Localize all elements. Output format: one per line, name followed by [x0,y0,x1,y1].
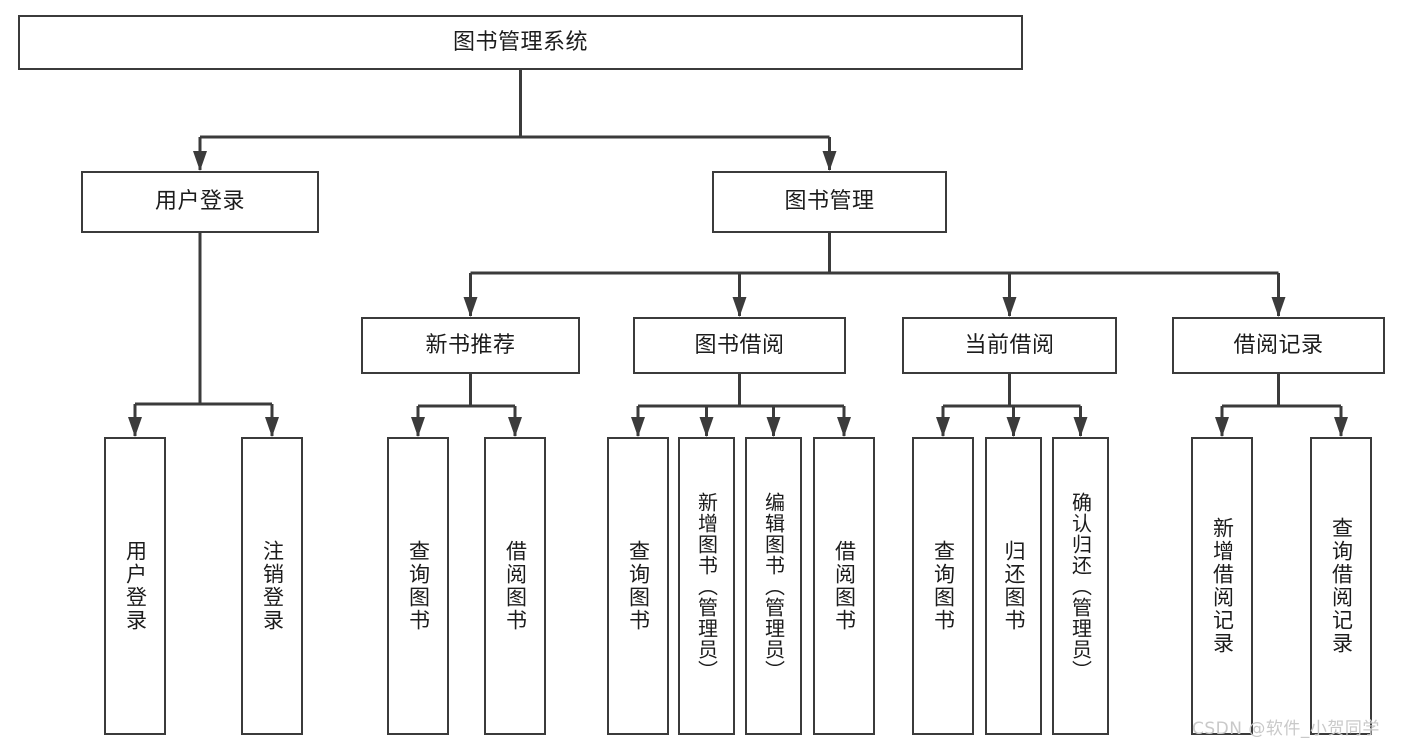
node-label: 新增借阅记录 [1210,517,1235,655]
node-label: 查询借阅记录 [1329,517,1354,655]
node-leaf13[interactable]: 查询借阅记录 [1310,437,1372,735]
node-label: 借阅记录 [1233,332,1324,358]
arrowhead [1002,297,1017,317]
node-label: 查询图书 [931,540,956,632]
node-newrec[interactable]: 新书推荐 [361,317,580,374]
arrowhead [128,417,142,437]
node-leaf9[interactable]: 查询图书 [912,437,974,735]
node-leaf11[interactable]: 确认归还（管理员） [1052,437,1109,735]
node-label: 用户登录 [123,540,148,632]
node-leaf10[interactable]: 归还图书 [985,437,1042,735]
node-label: 借阅图书 [503,540,528,632]
node-label: 图书管理系统 [452,29,588,55]
node-leaf5[interactable]: 查询图书 [607,437,669,735]
arrowhead [699,417,714,437]
node-leaf3[interactable]: 查询图书 [387,437,449,735]
arrowhead [265,417,279,437]
node-leaf12[interactable]: 新增借阅记录 [1191,437,1253,735]
arrowhead [732,297,747,317]
node-borrow[interactable]: 图书借阅 [633,317,846,374]
watermark: CSDN @软件_小贺同学 [1192,719,1380,739]
arrowhead [1006,417,1021,437]
arrowhead [766,417,781,437]
node-label: 新增图书（管理员） [694,491,719,681]
node-leaf6[interactable]: 新增图书（管理员） [678,437,735,735]
arrowhead [508,417,522,437]
node-label: 确认归还（管理员） [1068,491,1093,681]
node-label: 查询图书 [626,540,651,632]
arrowhead [463,297,478,317]
node-login[interactable]: 用户登录 [81,171,319,233]
arrowhead [837,417,851,437]
arrowhead [411,417,425,437]
node-leaf1[interactable]: 用户登录 [104,437,166,735]
node-label: 编辑图书（管理员） [761,491,786,681]
node-label: 图书管理 [784,189,875,215]
arrowhead [1271,297,1286,317]
node-label: 图书借阅 [694,332,785,358]
node-history[interactable]: 借阅记录 [1172,317,1385,374]
arrowhead [1334,417,1348,437]
node-label: 查询图书 [406,540,431,632]
node-label: 用户登录 [154,189,245,215]
arrowhead [1073,417,1088,437]
arrowhead [1215,417,1229,437]
node-leaf4[interactable]: 借阅图书 [484,437,546,735]
node-label: 新书推荐 [425,332,516,358]
node-bookmgmt[interactable]: 图书管理 [712,171,947,233]
node-label: 当前借阅 [964,332,1055,358]
node-label: 借阅图书 [832,540,857,632]
node-root[interactable]: 图书管理系统 [18,15,1023,70]
arrowhead [631,417,645,437]
node-current[interactable]: 当前借阅 [902,317,1117,374]
node-leaf8[interactable]: 借阅图书 [813,437,875,735]
arrowhead [936,417,950,437]
node-leaf2[interactable]: 注销登录 [241,437,303,735]
node-label: 归还图书 [1002,540,1026,632]
arrowhead [822,151,837,171]
node-label: 注销登录 [260,540,285,632]
node-leaf7[interactable]: 编辑图书（管理员） [745,437,802,735]
arrowhead [193,151,207,171]
